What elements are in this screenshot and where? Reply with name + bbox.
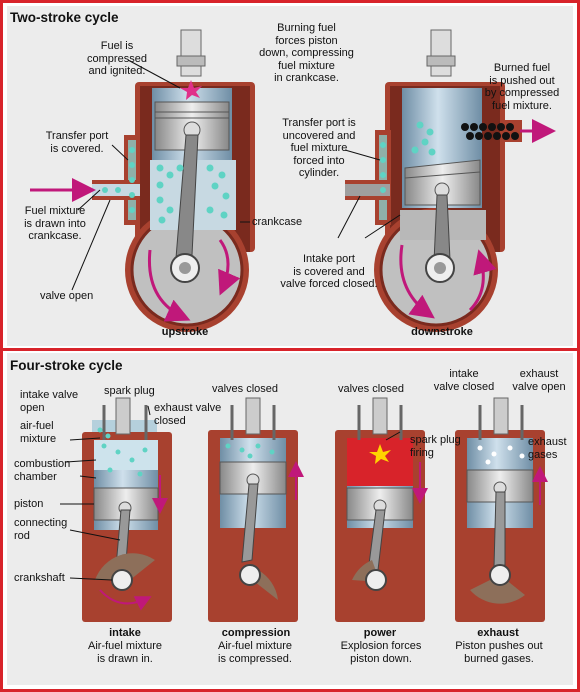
label-fuel-mixture-drawn: Fuel mixture is drawn into crankcase.	[24, 205, 86, 242]
label-intake-port: Intake port is covered and valve forced …	[280, 253, 378, 290]
label-burned-fuel: Burned fuel is pushed out by compressed …	[484, 62, 560, 112]
stroke-name-compression: compression	[221, 627, 291, 639]
label-upstroke: upstroke	[161, 326, 209, 338]
label-transfer-uncovered: Transfer port is uncovered and fuel mixt…	[282, 117, 356, 179]
stroke-desc-compression: Air-fuel mixture is compressed.	[218, 640, 292, 665]
label-transfer-covered: Transfer port is covered.	[45, 130, 109, 155]
four-stroke-exhaust-engine	[455, 397, 548, 622]
four-stroke-compression-engine	[208, 397, 304, 622]
label-intake-valve-open: intake valve open	[20, 389, 79, 414]
stroke-desc-power: Explosion forces piston down.	[340, 640, 422, 665]
label-fuel-compressed: Fuel is compressed and ignited.	[87, 40, 147, 77]
label-exhaust-gases: exhaust gases	[528, 436, 567, 461]
label-valve-open: valve open	[40, 290, 94, 302]
label-intake-valve-closed: intake valve closed	[433, 368, 495, 393]
stroke-name-exhaust: exhaust	[477, 627, 519, 639]
panel-divider	[3, 348, 577, 351]
label-spark-plug-firing: spark plug firing	[410, 434, 461, 459]
four-stroke-title: Four-stroke cycle	[10, 358, 123, 373]
two-stroke-downstroke-engine	[345, 29, 556, 332]
label-crankshaft: crankshaft	[14, 572, 65, 584]
label-air-fuel-mixture: air-fuel mixture	[20, 420, 57, 445]
fuel-mixture-dots	[102, 121, 436, 224]
label-downstroke: downstroke	[411, 326, 473, 338]
label-connecting-rod: connecting rod	[14, 517, 68, 542]
label-exhaust-valve-open: exhaust valve open	[512, 368, 566, 393]
label-valves-closed-power: valves closed	[338, 383, 405, 395]
label-exhaust-valve-closed: exhaust valve closed	[154, 402, 222, 427]
label-combustion-chamber: combustion chamber	[14, 458, 71, 483]
stroke-desc-exhaust: Piston pushes out burned gases.	[455, 640, 543, 665]
label-valves-closed-compression: valves closed	[212, 383, 279, 395]
label-crankcase: crankcase	[252, 216, 303, 228]
label-piston: piston	[14, 498, 44, 510]
stroke-name-intake: intake	[109, 627, 141, 639]
four-stroke-intake-engine	[82, 397, 172, 622]
label-burning-fuel: Burning fuel forces piston down, compres…	[259, 22, 354, 84]
label-spark-plug: spark plug	[104, 385, 155, 397]
two-stroke-title: Two-stroke cycle	[10, 10, 119, 25]
four-stroke-power-engine	[335, 397, 428, 622]
stroke-name-power: power	[363, 627, 397, 639]
stroke-desc-intake: Air-fuel mixture is drawn in.	[88, 640, 162, 665]
